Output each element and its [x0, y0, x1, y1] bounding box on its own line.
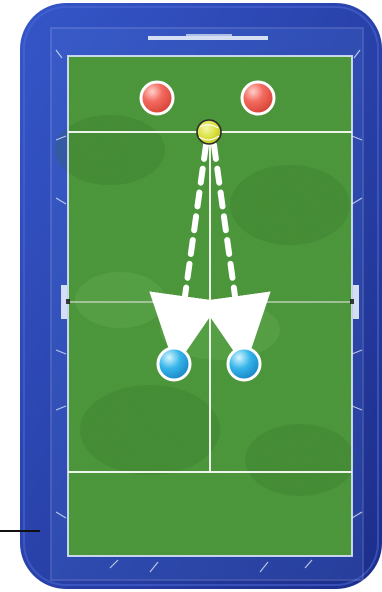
blue-player-right	[228, 348, 260, 380]
red-player-right	[242, 82, 274, 114]
blue-player-left	[158, 348, 190, 380]
red-player-left	[141, 82, 173, 114]
tennis-ball	[197, 120, 221, 144]
top-door	[148, 36, 268, 40]
left-black-line	[0, 530, 40, 532]
